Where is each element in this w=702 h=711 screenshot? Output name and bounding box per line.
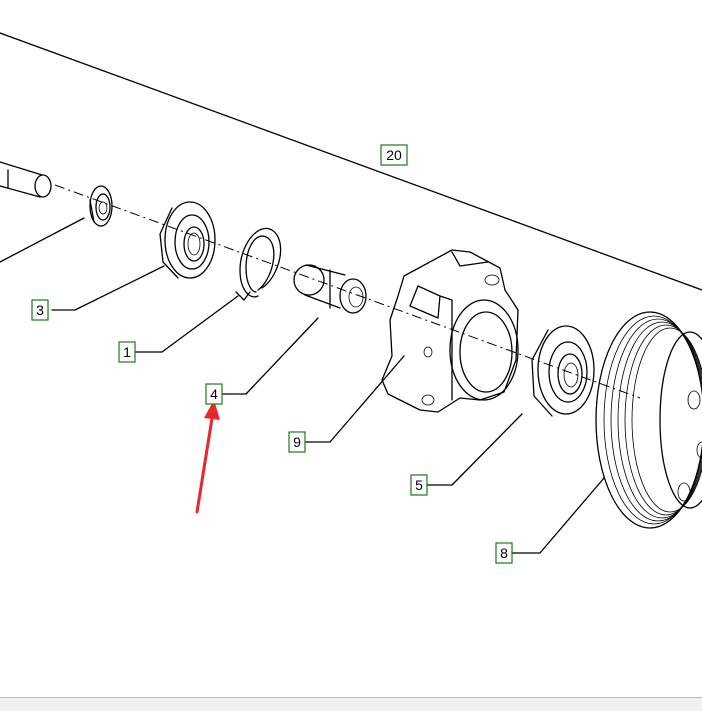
center-axis: [54, 184, 641, 399]
assembly-boundary-line: [0, 32, 702, 291]
callout-1-text: 1: [123, 344, 131, 360]
leader-lines: [0, 217, 605, 554]
callout-3-text: 3: [36, 302, 44, 318]
callout-8: 8: [495, 542, 513, 564]
bearing-part-3: [159, 201, 216, 279]
bushing-part-4: [293, 264, 367, 314]
callout-8-text: 8: [500, 545, 508, 561]
retaining-ring-part-1: [235, 227, 282, 301]
red-highlight-arrow: [195, 400, 220, 514]
shaft-part: [0, 161, 52, 198]
pulley-part-8: [595, 311, 702, 529]
callout-5: 5: [410, 474, 428, 496]
callout-9: 9: [288, 431, 306, 453]
callout-3: 3: [31, 299, 49, 321]
callout-4-text: 4: [210, 386, 218, 402]
callout-9-text: 9: [293, 434, 301, 450]
viewer-bottom-bar: [0, 697, 702, 711]
callout-20-text: 20: [386, 147, 402, 163]
seal-washer-part: [89, 185, 113, 227]
callout-1: 1: [118, 341, 136, 363]
housing-bracket-part-9: [381, 249, 519, 413]
callout-20: 20: [380, 144, 408, 166]
bearing-part-5: [531, 325, 595, 417]
callout-4: 4: [205, 383, 223, 405]
callout-5-text: 5: [415, 477, 423, 493]
